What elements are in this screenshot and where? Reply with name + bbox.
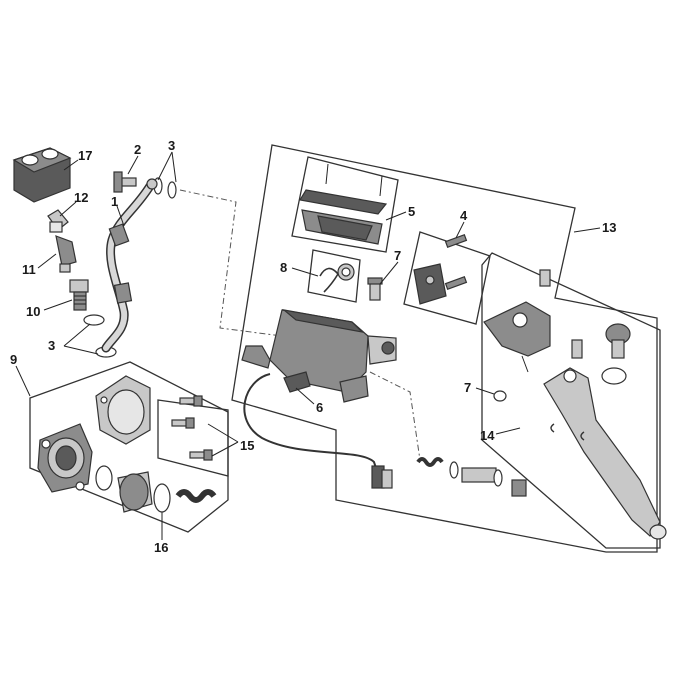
- callout-4: 4: [460, 208, 468, 223]
- callout-1: 1: [111, 194, 118, 209]
- part-9-slave-cylinder-body: [37, 423, 93, 493]
- frame-14-lever-assembly: [481, 252, 661, 549]
- callout-10: 10: [26, 304, 40, 319]
- callout-8: 8: [280, 260, 287, 275]
- part-2-banjo-bolt-top: [113, 171, 137, 193]
- part-17-rubber-cover: [12, 147, 72, 203]
- frame-15-bolts: [157, 399, 229, 477]
- callout-6: 6: [316, 400, 323, 415]
- part-7-bolt-top: [367, 277, 383, 301]
- frame-5-reservoir-cover: [291, 156, 399, 253]
- callout-2: 2: [134, 142, 141, 157]
- part-8-clip: [319, 263, 355, 293]
- part-5-reservoir-cover: [299, 163, 388, 245]
- part-14-lever: [483, 269, 667, 540]
- callout-7-top: 7: [394, 248, 401, 263]
- part-1-hydraulic-hose: [101, 178, 158, 353]
- callout-11: 11: [22, 262, 36, 277]
- part-11-bleed-screw: [55, 235, 77, 273]
- frame-8-clip: [307, 249, 361, 303]
- dash-line-pump-to-piston: [369, 371, 421, 461]
- part-16-piston-seals-spring: [95, 465, 217, 513]
- callout-3-lower: 3: [48, 338, 55, 353]
- part-15-bolts: [171, 395, 213, 461]
- callout-17: 17: [78, 148, 92, 163]
- dash-line-hose-to-pump: [179, 189, 283, 337]
- frame-4-clamp: [403, 231, 491, 325]
- callout-12: 12: [74, 190, 88, 205]
- callout-14: 14: [480, 428, 495, 443]
- callout-16: 16: [154, 540, 168, 555]
- part-12-bleed-cap: [47, 209, 69, 233]
- part-6-brake-switch: [243, 371, 393, 489]
- master-cylinder-body: [241, 309, 397, 403]
- master-cylinder-piston: [416, 457, 527, 497]
- part-4-clamp: [413, 233, 468, 305]
- callout-9: 9: [10, 352, 17, 367]
- callout-15: 15: [240, 438, 254, 453]
- leader-lines: [15, 151, 601, 540]
- part-9-slave-cylinder-cover: [95, 375, 151, 445]
- callout-3-upper: 3: [168, 138, 175, 153]
- part-10-banjo-bolt: [69, 279, 89, 311]
- callout-7-right: 7: [464, 380, 471, 395]
- part-3-washers-upper: [153, 177, 177, 199]
- frame-13-outline: [231, 144, 658, 553]
- callout-5: 5: [408, 204, 415, 219]
- callout-13: 13: [602, 220, 616, 235]
- frame-9-slave-cylinder: [29, 361, 229, 533]
